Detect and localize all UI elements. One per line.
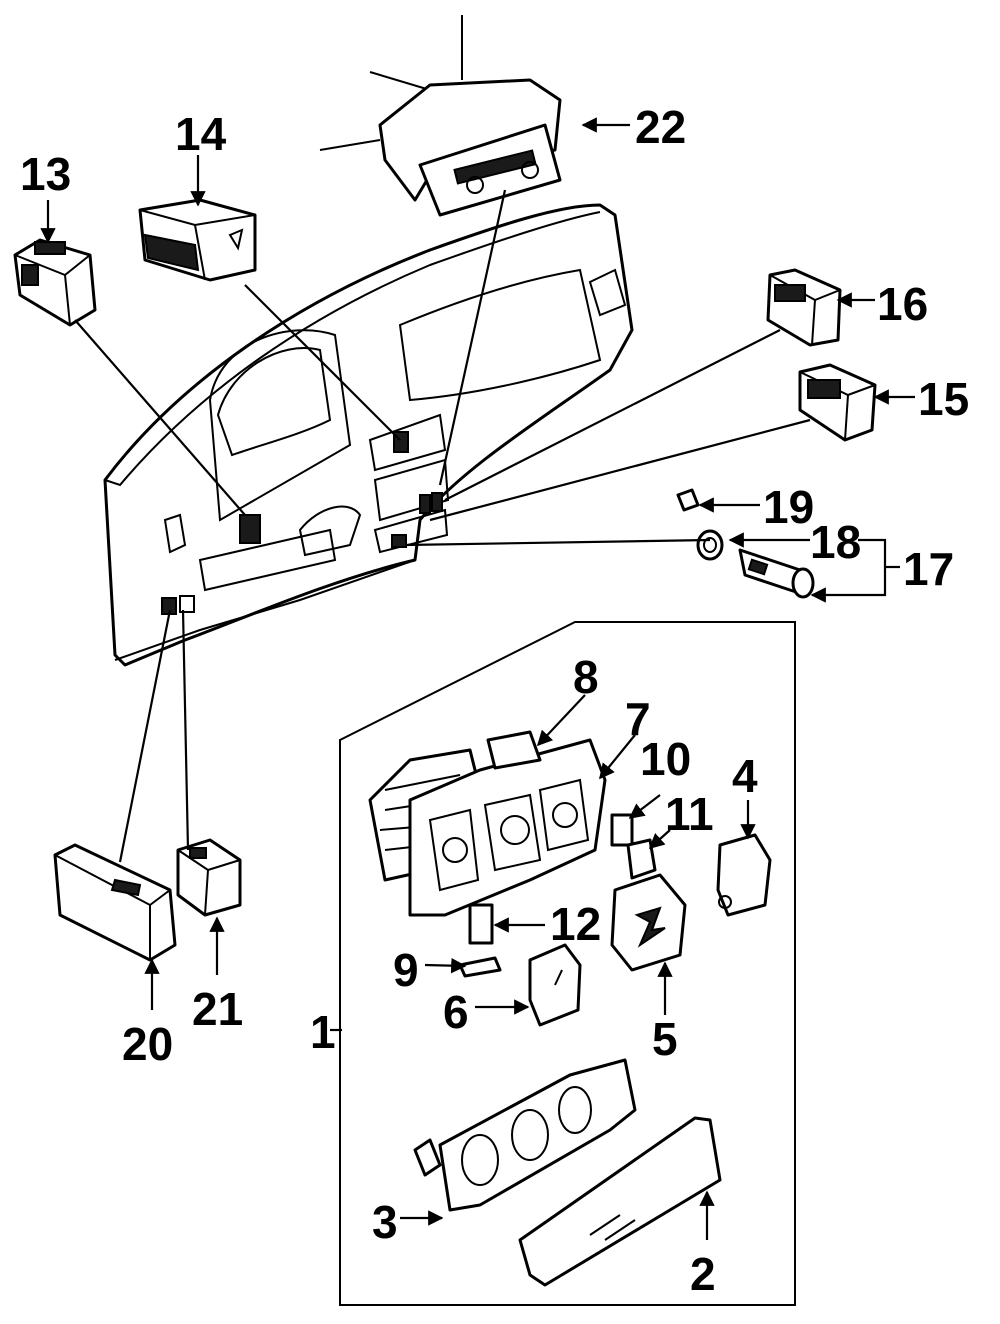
part-11 <box>626 838 657 880</box>
part-9 <box>458 956 502 978</box>
callout-22: 22 <box>635 101 686 153</box>
gauge-6 <box>528 943 582 1027</box>
part-10 <box>610 813 634 847</box>
callout-15: 15 <box>918 373 969 425</box>
callout-13: 13 <box>20 148 71 200</box>
callout-12: 12 <box>550 898 601 950</box>
switch-panel-20 <box>53 843 177 962</box>
callout-3: 3 <box>372 1196 398 1248</box>
callout-11: 11 <box>665 788 714 840</box>
callout-9: 9 <box>393 944 419 996</box>
switch-15 <box>798 363 877 442</box>
heater-control-unit <box>319 15 562 217</box>
switch-21 <box>176 838 242 917</box>
callout-20: 20 <box>122 1018 173 1070</box>
callout-18: 18 <box>810 516 861 568</box>
callout-1: 1 <box>310 1006 336 1058</box>
callout-14: 14 <box>175 108 227 160</box>
callout-7: 7 <box>625 693 651 745</box>
callout-21: 21 <box>192 983 243 1035</box>
switch-16 <box>766 268 842 347</box>
callout-16: 16 <box>877 278 928 330</box>
cluster-lens <box>518 1116 722 1287</box>
cover-plate-8 <box>486 730 542 770</box>
cluster-face <box>413 1058 637 1212</box>
callout-19: 19 <box>763 481 814 533</box>
callout-6: 6 <box>443 986 469 1038</box>
callout-5: 5 <box>652 1013 678 1065</box>
callout-8: 8 <box>573 651 599 703</box>
cigar-lighter-assembly <box>676 488 815 599</box>
callout-arrows <box>40 117 915 1240</box>
part-4 <box>716 833 772 917</box>
callout-17: 17 <box>903 543 954 595</box>
callout-4: 4 <box>732 750 758 802</box>
leader-lines <box>74 189 811 863</box>
hazard-switch <box>138 198 257 282</box>
dashboard-panel <box>103 203 634 667</box>
callout-10: 10 <box>640 733 691 785</box>
callout-2: 2 <box>690 1248 716 1300</box>
cluster-group-border <box>339 621 796 1306</box>
part-12 <box>468 903 494 945</box>
switch-13 <box>13 238 97 327</box>
callout-labels: 1 2 3 4 5 6 7 8 9 10 11 12 13 14 15 16 1… <box>20 101 969 1300</box>
gauge-5 <box>610 873 687 972</box>
